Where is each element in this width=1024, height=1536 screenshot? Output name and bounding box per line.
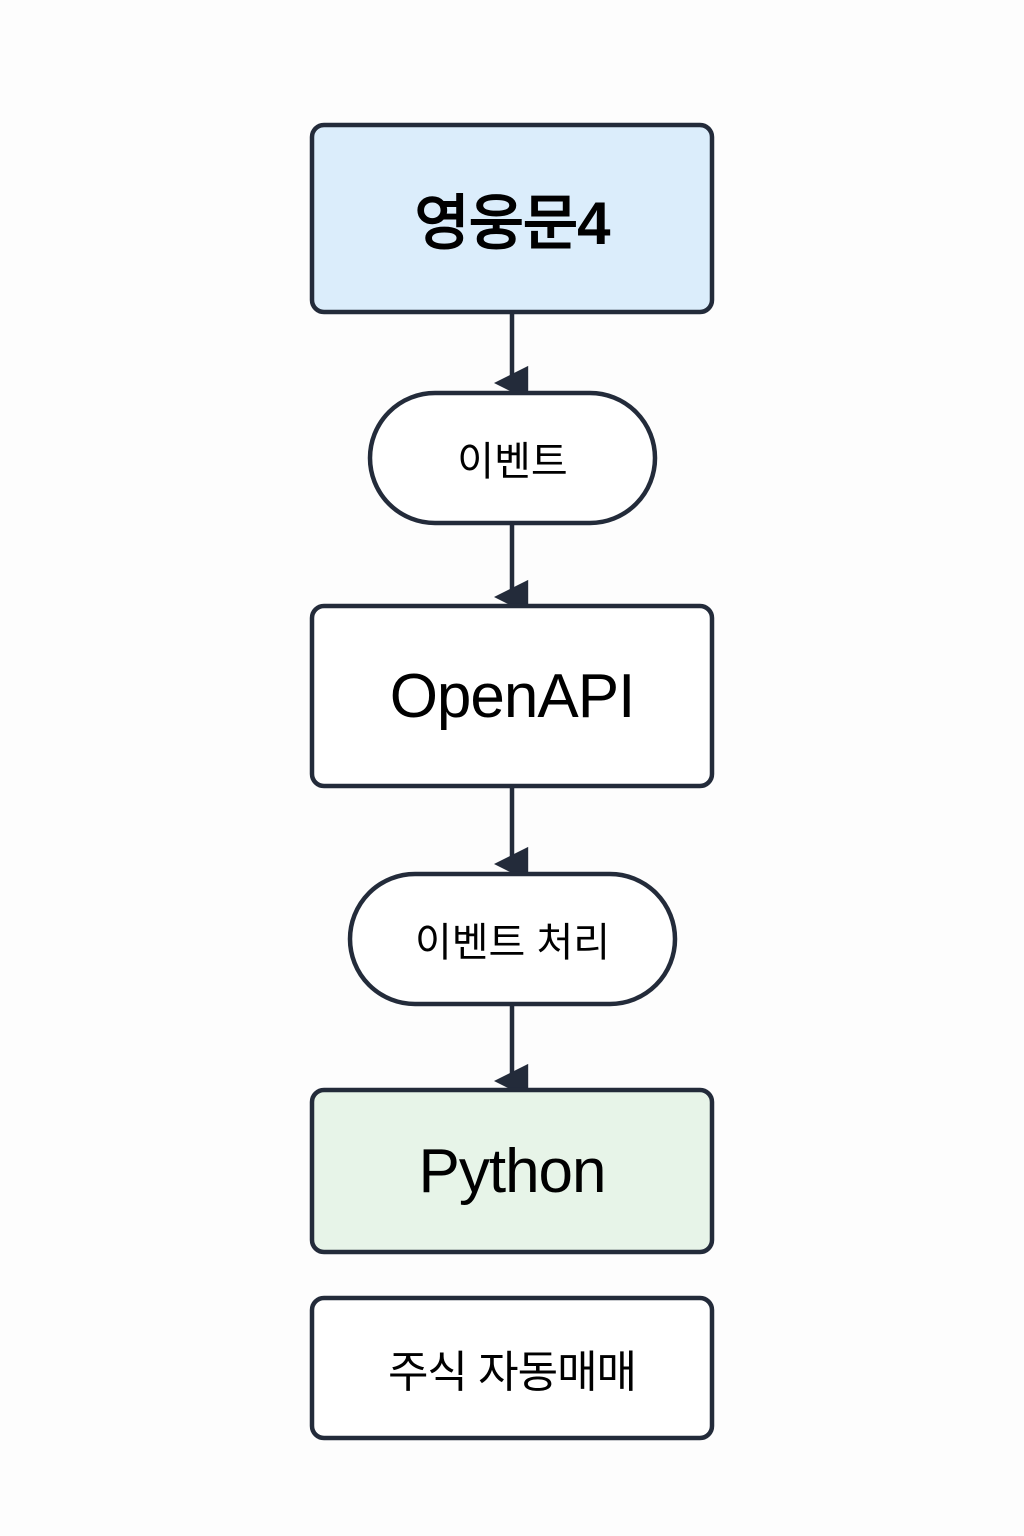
node-shape-yeongungmun4[interactable]	[309, 122, 715, 315]
node-shape-event-handling[interactable]	[347, 871, 678, 1007]
node-shape-event[interactable]	[367, 390, 658, 526]
node-shape-openapi[interactable]	[309, 603, 715, 789]
node-shape-stock-auto-trading[interactable]	[309, 1295, 715, 1441]
node-shape-python[interactable]	[309, 1087, 715, 1255]
